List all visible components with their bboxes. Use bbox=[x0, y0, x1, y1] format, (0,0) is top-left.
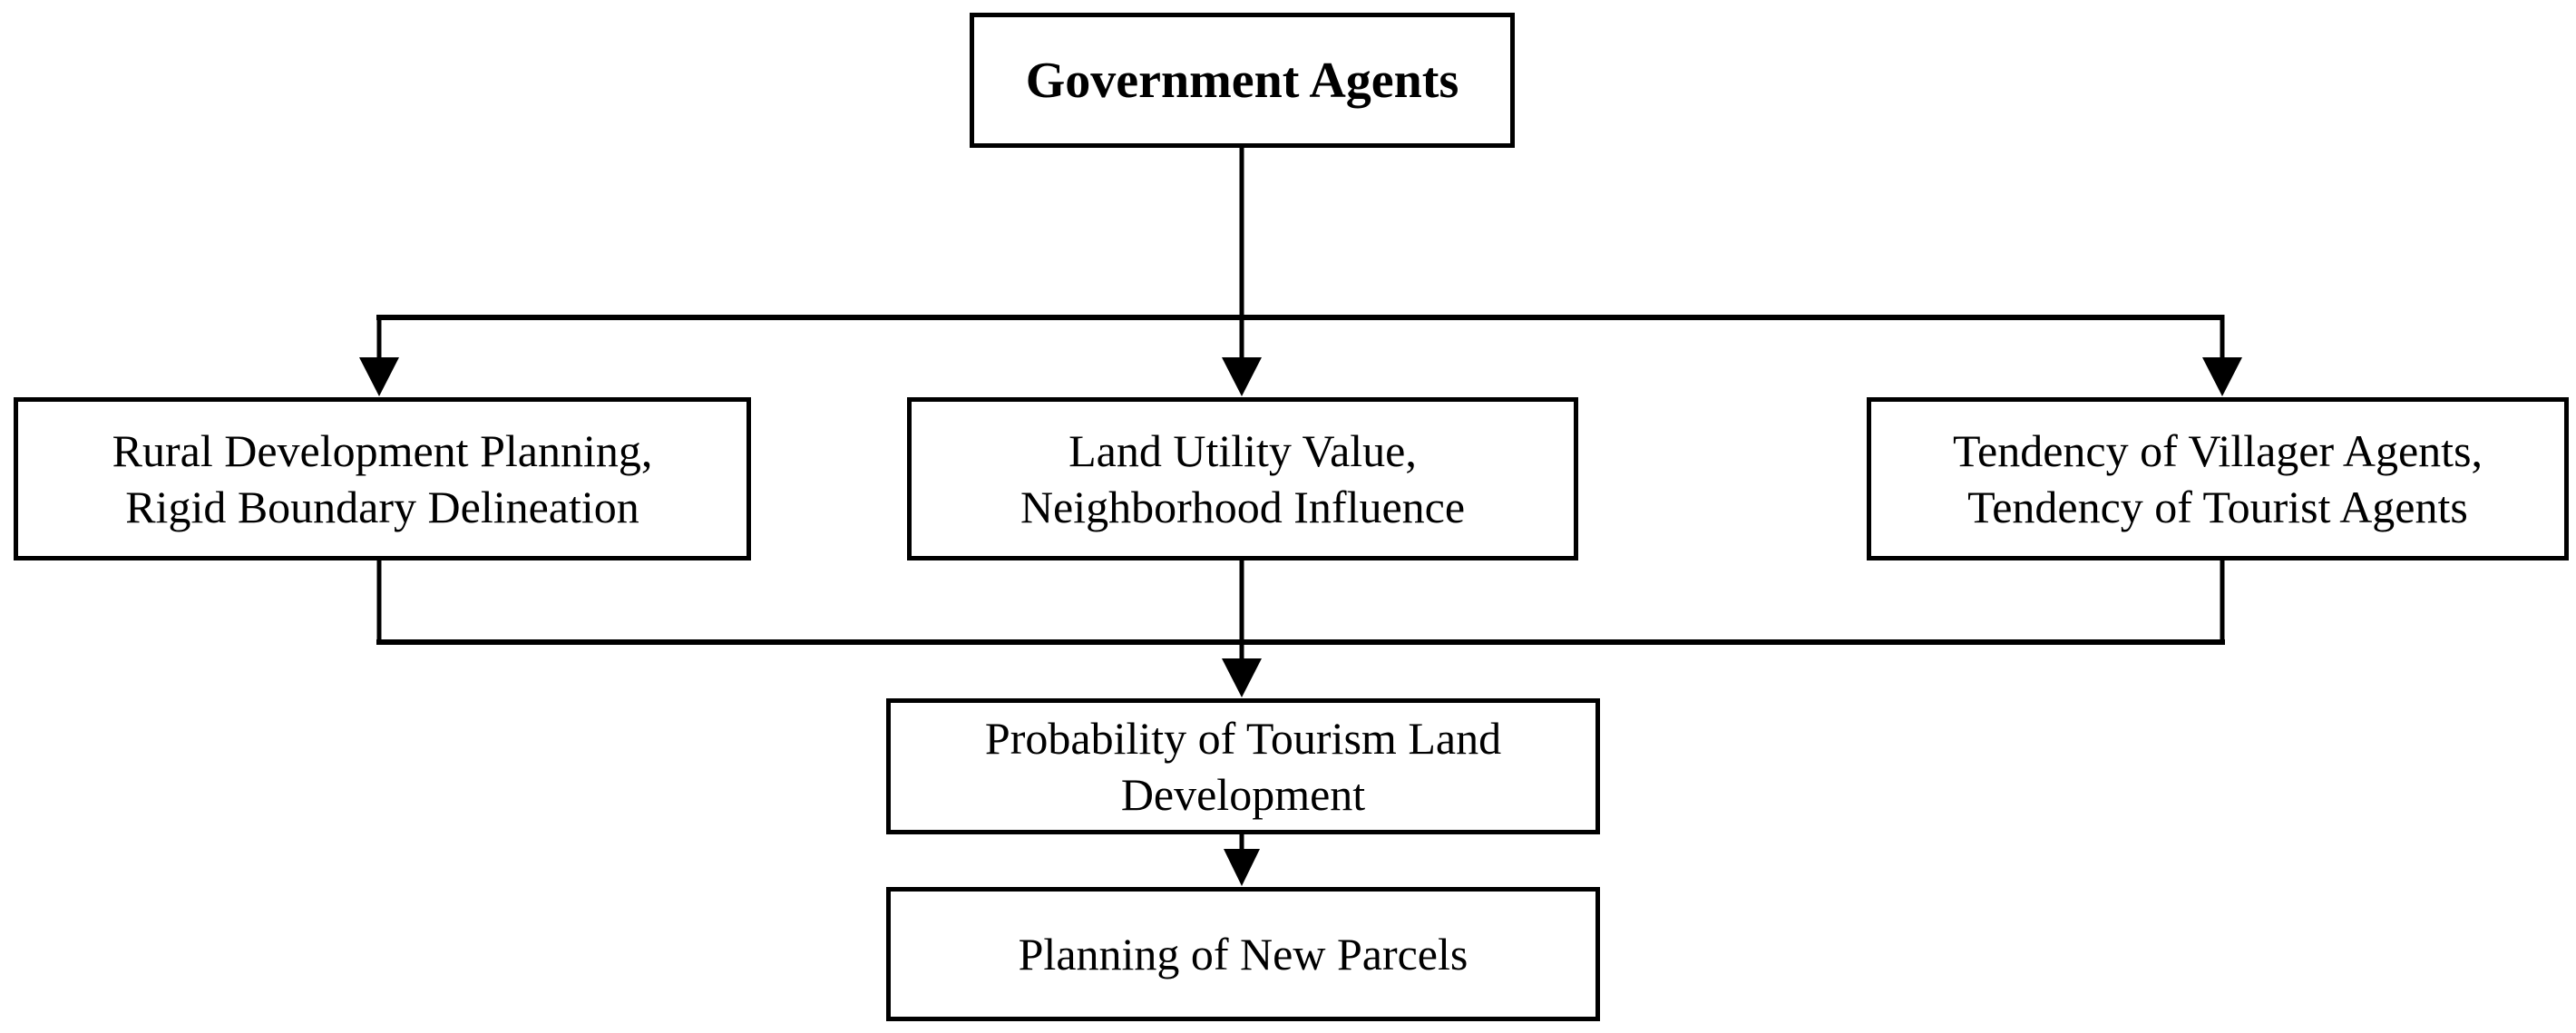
node-label-line: Development bbox=[1120, 769, 1366, 820]
node-government-agents: Government Agents bbox=[970, 13, 1515, 148]
node-land-utility-value: Land Utility Value, Neighborhood Influen… bbox=[907, 397, 1578, 560]
node-label-line: Neighborhood Influence bbox=[1020, 482, 1466, 532]
node-label-line: Rigid Boundary Delineation bbox=[125, 482, 639, 532]
node-label-line: Tendency of Villager Agents, bbox=[1952, 425, 2483, 476]
node-probability-of-tourism-land-development: Probability of Tourism Land Development bbox=[886, 698, 1600, 834]
node-label-line: Probability of Tourism Land bbox=[984, 713, 1502, 764]
node-label-line: Land Utility Value, bbox=[1068, 425, 1417, 476]
arrowhead-into-rural bbox=[359, 357, 399, 396]
arrowhead-into-tendency bbox=[2202, 357, 2242, 396]
node-label-line: Tendency of Tourist Agents bbox=[1967, 482, 2468, 532]
node-tendency-of-agents: Tendency of Villager Agents, Tendency of… bbox=[1867, 397, 2569, 560]
node-rural-development-planning: Rural Development Planning, Rigid Bounda… bbox=[14, 397, 751, 560]
node-label: Government Agents bbox=[1025, 52, 1459, 109]
arrowhead-into-probability bbox=[1222, 658, 1262, 697]
node-label: Planning of New Parcels bbox=[1018, 929, 1469, 979]
node-planning-of-new-parcels: Planning of New Parcels bbox=[886, 887, 1600, 1021]
arrowhead-into-land bbox=[1222, 357, 1262, 396]
arrowhead-into-planning bbox=[1224, 849, 1260, 886]
node-label-line: Rural Development Planning, bbox=[112, 425, 653, 476]
